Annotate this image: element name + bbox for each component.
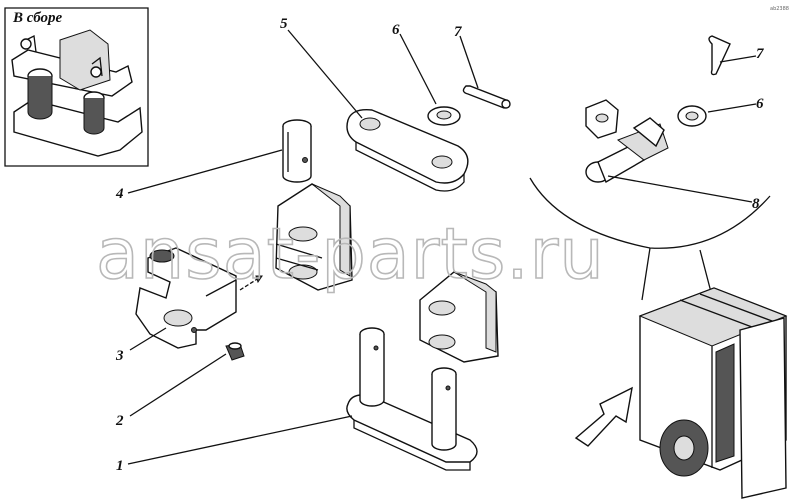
truck-arrow: [574, 386, 633, 447]
part-5-link-plate: [346, 109, 469, 192]
label-8: 8: [752, 196, 760, 212]
part-6-washer-detail: [677, 105, 707, 127]
inset-bracket: [59, 29, 111, 91]
label-5: 5: [280, 16, 288, 32]
label-2: 2: [115, 413, 124, 429]
inset-washer-left: [20, 38, 32, 50]
label-4: 4: [115, 186, 124, 202]
detail-callout: [529, 35, 771, 301]
part-labels: 4 5 6 7 3 2 1 7 6 8: [115, 16, 764, 474]
inset-pin-left-body: [27, 76, 53, 120]
inset-assembled-view: В сборе: [4, 7, 149, 167]
label-1: 1: [116, 458, 124, 474]
part-6-washer-top: [427, 106, 461, 126]
leader-lines: [127, 29, 757, 465]
part-4-pin: [282, 119, 312, 183]
truck-body: [574, 287, 788, 499]
part-3-lever: [135, 247, 263, 349]
label-6-detail: 6: [756, 96, 764, 112]
part-1-double-pin: [346, 327, 478, 471]
part-7-cotter-pin-top: [462, 85, 511, 109]
inset-frame: [4, 7, 149, 167]
inset-washer-right: [90, 66, 102, 78]
label-7-detail: 7: [756, 46, 764, 62]
upper-bracket: [275, 183, 353, 291]
corner-code: ab2388: [770, 6, 789, 12]
label-6-top: 6: [392, 22, 400, 38]
inset-title: В сборе: [12, 10, 63, 26]
part-8-pin: [585, 117, 669, 184]
watermark: ansat-parts.ru: [96, 213, 605, 295]
part-7-cotter-pin-detail: [708, 35, 731, 76]
part-2-grease-fitting: [225, 342, 245, 361]
label-3: 3: [115, 348, 124, 364]
lower-bracket: [419, 271, 499, 363]
inset-pin-right-body: [83, 98, 105, 135]
label-7-top: 7: [454, 24, 462, 40]
